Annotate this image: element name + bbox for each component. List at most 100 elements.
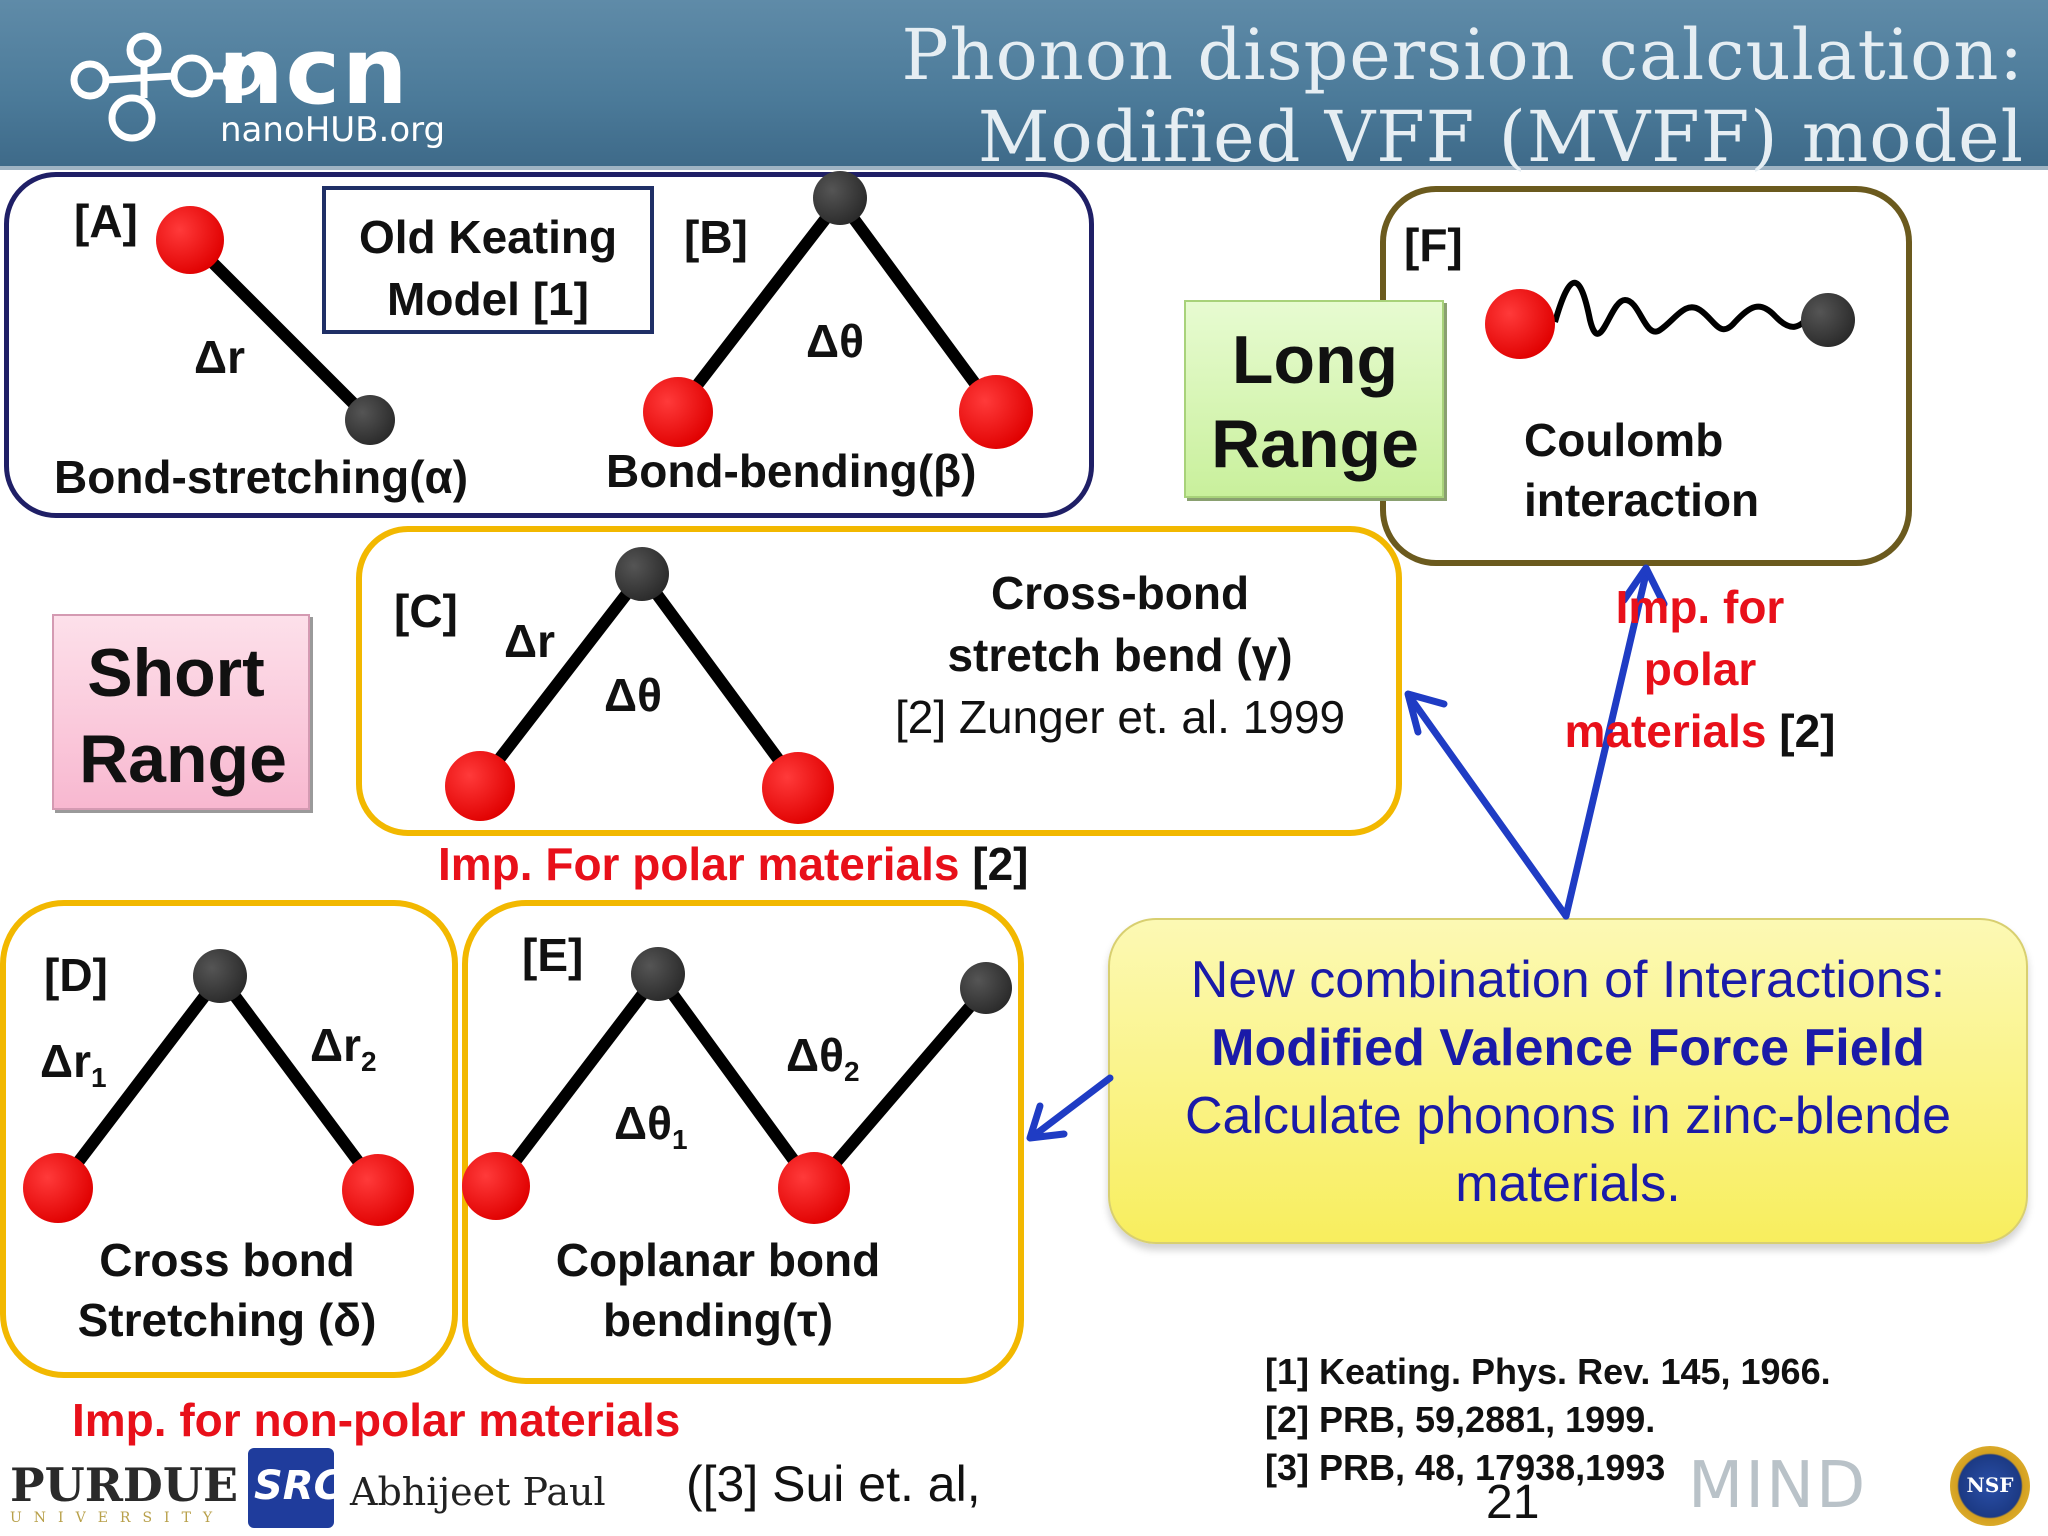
keating-label: Old Keating Model [1] [324,206,652,330]
panel-c-delta-theta: Δθ [604,669,662,721]
bond-c-right [637,570,803,790]
references: [1] Keating. Phys. Rev. 145, 1966. [2] P… [1265,1348,1831,1492]
bond-c-left [475,570,647,788]
atom-a-dark [345,395,395,445]
nsf-logo-text: NSF [1966,1473,2014,1497]
mind-wordmark: MIND [1688,1449,1868,1523]
long-range-box [1184,300,1444,498]
atom-d-red-left [23,1153,93,1223]
slide-title: Phonon dispersion calculation: Modified … [901,14,2024,178]
author-name: Abhijeet Paul [350,1470,606,1514]
ncn-molecule-logo-icon [70,32,262,142]
atom-c-dark [615,547,669,601]
panel-e-dt2: Δθ [786,1029,844,1081]
bond-d-left [55,972,225,1190]
arrow-to-f [1562,570,1650,920]
mvff-line-2: Modified Valence Force Field [1211,1019,1925,1077]
panel-f-caption-line-1: Coulomb [1524,414,1724,466]
src-logo-text: SRC [254,1463,343,1509]
mvff-line-4: materials. [1455,1155,1681,1213]
sui-reference: ([3] Sui et. al, [686,1456,981,1512]
panel-d-delta-r2: Δr2 [310,1018,377,1089]
atom-e-dark-2 [960,962,1012,1014]
imp-nonpolar-note: Imp. for non-polar materials [72,1394,681,1446]
purdue-wordmark: PURDUE [10,1458,239,1512]
bond-e-3 [809,984,991,1192]
atom-e-dark-1 [631,947,685,1001]
reference-1: [1] Keating. Phys. Rev. 145, 1966. [1265,1351,1831,1392]
atom-e-red-left [462,1152,530,1220]
panel-c-box [356,526,1402,836]
keating-line-1: Old Keating [358,211,618,263]
reference-3: [3] PRB, 48, 17938,1993 [1265,1447,1666,1488]
arrow-to-c-head [1404,690,1448,736]
mvff-callout-text: New combination of Interactions: Modifie… [1110,946,2026,1218]
atom-b-red-left [643,377,713,447]
long-range-label: Long Range [1184,318,1446,486]
panel-d-caption-line-2: Stretching (δ) [77,1294,377,1346]
arrow-to-f-head [1620,564,1668,608]
panel-c-delta-r: Δr [504,615,555,667]
purdue-logo: PURDUE UNIVERSITY [10,1458,239,1526]
panel-e-caption: Coplanar bond bending(τ) [490,1230,946,1350]
short-range-box [52,614,310,810]
arrow-to-c [1408,696,1570,920]
panel-f-tag: [F] [1404,219,1463,271]
nanohub-wordmark: nanoHUB.org [220,110,446,150]
panel-d-caption: Cross bond Stretching (δ) [20,1230,434,1350]
reference-2: [2] PRB, 59,2881, 1999. [1265,1399,1656,1440]
bond-e-1 [493,970,663,1188]
panel-e-dt1: Δθ [614,1097,672,1149]
imp-f-line-3: materials [2] [1540,700,1860,762]
atom-d-dark [193,949,247,1003]
atom-a-red [156,206,224,274]
title-line-2: Modified VFF (MVFF) model [977,96,2024,178]
slide-number: 21 [1486,1476,1540,1529]
nsf-logo-icon: NSF [1950,1446,2030,1526]
panel-a-caption: Bond-stretching(α) [54,451,469,503]
panel-d-dr2-sub: 2 [360,1046,377,1078]
imp-c-red: Imp. For polar materials [438,838,960,890]
imp-f-line-3-red: materials [1564,705,1767,757]
ncn-wordmark: ncn [218,18,410,125]
panel-b-delta-theta: Δθ [806,315,864,367]
bond-a [187,237,375,425]
keating-model-box [322,186,654,334]
panel-e-box [462,900,1024,1384]
panel-e-tag: [E] [522,929,584,981]
panel-d-dr2: Δr [310,1019,361,1071]
short-range-line-2: Range [79,721,287,797]
atom-c-red-left [445,751,515,821]
panel-c-line-2: stretch bend (γ) [947,629,1293,681]
panel-e-delta-theta2: Δθ2 [786,1028,860,1099]
panel-b-tag: [B] [684,211,748,263]
bond-b-left [673,196,845,414]
panel-c-line-3: [2] Zunger et. al. 1999 [894,691,1346,743]
header-bar: ncn nanoHUB.org Phonon dispersion calcul… [0,0,2048,178]
panel-d-caption-line-1: Cross bond [99,1234,355,1286]
short-range-label: Short Range [52,630,314,802]
panel-c-title: Cross-bond stretch bend (γ) [2] Zunger e… [860,562,1380,748]
imp-polar-f-note: Imp. for polar materials [2] [1540,576,1860,762]
imp-f-line-3-ref: [2] [1779,705,1836,757]
imp-polar-c-note: Imp. For polar materials [2] [438,836,1029,892]
panel-a-delta-r: Δr [194,331,245,383]
panel-a-tag: [A] [74,195,138,247]
coulomb-spring [1552,279,1830,337]
panel-b-caption: Bond-bending(β) [606,445,977,497]
imp-f-line-1: Imp. for [1615,581,1785,633]
panel-d-dr1-sub: 1 [90,1062,107,1094]
panel-f-caption: Coulomb interaction [1524,410,1759,530]
atom-f-red [1485,289,1555,359]
interaction-arrows [1026,564,1668,1142]
bond-b-right [835,196,1001,416]
mvff-callout-box [1108,918,2028,1244]
panel-e-dt2-sub: 2 [843,1056,860,1088]
title-line-1: Phonon dispersion calculation: [901,14,2024,96]
short-range-line-1: Short [87,635,265,711]
panel-e-caption-line-1: Coplanar bond [555,1234,881,1286]
atom-b-dark [813,171,867,225]
long-range-line-1: Long [1231,322,1399,398]
arrow-to-e [1032,1074,1114,1138]
